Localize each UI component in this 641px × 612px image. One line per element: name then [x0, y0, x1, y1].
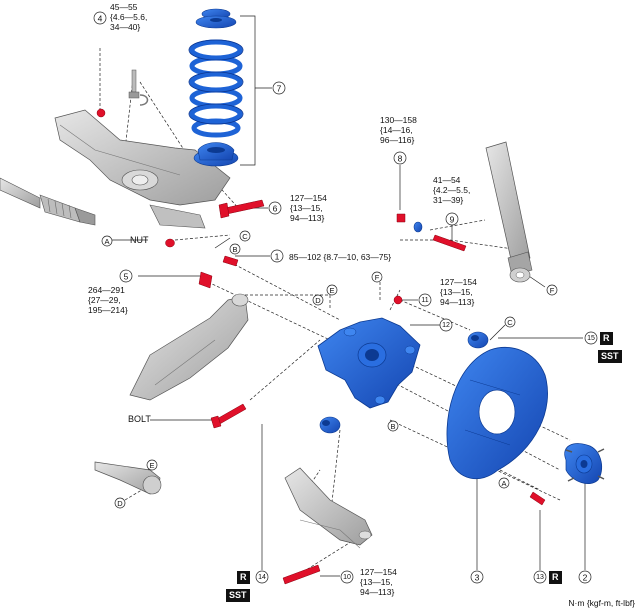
upper-control-arm [54, 109, 231, 229]
torque-6: 127—154 {13—15, 94—113} [290, 193, 327, 223]
bolt-6 [224, 199, 265, 215]
dust-shield [446, 347, 548, 479]
letter-ref-E-10: E [149, 461, 154, 470]
letter-ref-A-0: A [104, 237, 109, 246]
badge-r-15: R [600, 332, 613, 345]
badge-r-13: R [549, 571, 562, 584]
shock-absorber [485, 141, 533, 283]
bolt-label: BOLT [128, 414, 151, 424]
letter-ref-C-4: C [507, 318, 513, 327]
letter-ref-D-11: D [117, 499, 123, 508]
lower-lateral-link [94, 461, 162, 495]
badge-sst-14: SST [226, 589, 250, 602]
leader-lines [108, 15, 586, 577]
callout-12 [439, 318, 453, 332]
nut-8 [396, 213, 406, 223]
callout-7 [272, 81, 286, 95]
callout-number-11: 11 [421, 297, 428, 304]
bolt-9 [432, 234, 467, 252]
letter-ref-C-2: C [242, 232, 248, 241]
callout-1 [270, 249, 284, 263]
letter-ref-B-3: B [390, 422, 395, 431]
bolt-10 [282, 564, 321, 585]
callout-number-12: 12 [442, 322, 450, 329]
letter-ref-F-7: F [375, 273, 380, 282]
bushing-14 [319, 416, 341, 434]
callout-number-7: 7 [277, 84, 282, 94]
callout-number-1: 1 [275, 252, 280, 262]
torque-4: 45—55 {4.6—5.6, 34—40} [110, 2, 148, 32]
wheel-hub [564, 443, 605, 484]
letter-ref-B-1: B [232, 245, 237, 254]
bolt-5 [198, 271, 213, 289]
units-note: N·m {kgf-m, ft-lbf} [568, 598, 635, 608]
torque-8: 130—158 {14—16, 96—116} [380, 115, 417, 145]
nut-label: NUT [130, 235, 149, 245]
callout-13 [533, 570, 547, 584]
callout-number-3: 3 [475, 573, 480, 583]
nut-11 [393, 295, 403, 305]
callout-14 [255, 570, 269, 584]
bolt-13 [529, 491, 546, 506]
nut-1 [222, 255, 239, 267]
callout-number-5: 5 [124, 272, 129, 282]
callout-number-10: 10 [343, 574, 351, 581]
callout-6 [268, 201, 282, 215]
callout-number-9: 9 [450, 215, 455, 225]
torque-10: 127—154 {13—15, 94—113} [360, 567, 397, 597]
badge-r-14: R [237, 571, 250, 584]
callout-number-13: 13 [536, 574, 544, 581]
red-fasteners [96, 108, 546, 585]
coil-spring [188, 8, 244, 167]
callout-number-2: 2 [583, 573, 588, 583]
letter-ref-E-6: E [329, 286, 334, 295]
torque-11: 127—154 {13—15, 94—113} [440, 277, 477, 307]
dashed-assembly-lines [99, 48, 571, 581]
nut [165, 238, 175, 248]
callout-number-15: 15 [587, 335, 595, 342]
callout-5 [119, 269, 133, 283]
callout-4 [93, 11, 107, 25]
callout-number-4: 4 [98, 14, 103, 24]
lower-control-arm [284, 467, 373, 549]
callout-3 [470, 570, 484, 584]
torque-5: 264—291 {27—29, 195—214} [88, 285, 128, 315]
knuckle [317, 317, 421, 409]
badge-sst-15: SST [598, 350, 622, 363]
letter-ref-D-5: D [315, 296, 321, 305]
callout-9 [445, 212, 459, 226]
callout-10 [340, 570, 354, 584]
letter-ref-A-9: A [501, 479, 506, 488]
torque-9: 41—54 {4.2—5.5, 31—39} [433, 175, 471, 205]
callout-number-8: 8 [398, 154, 403, 164]
callout-15 [584, 331, 598, 345]
nut-4 [96, 108, 106, 118]
stud-bolt-top [128, 69, 149, 106]
callout-circles [93, 11, 598, 584]
washer [413, 221, 423, 233]
callout-number-6: 6 [273, 204, 278, 214]
callout-2 [578, 570, 592, 584]
letter-ref-F-8: F [550, 286, 555, 295]
callout-11 [418, 293, 432, 307]
drive-shaft [0, 177, 96, 226]
bushing-15 [467, 331, 489, 349]
callout-number-14: 14 [258, 574, 266, 581]
torque-1: 85—102 {8.7—10, 63—75} [289, 252, 392, 262]
callout-8 [393, 151, 407, 165]
trailing-link [129, 293, 249, 401]
